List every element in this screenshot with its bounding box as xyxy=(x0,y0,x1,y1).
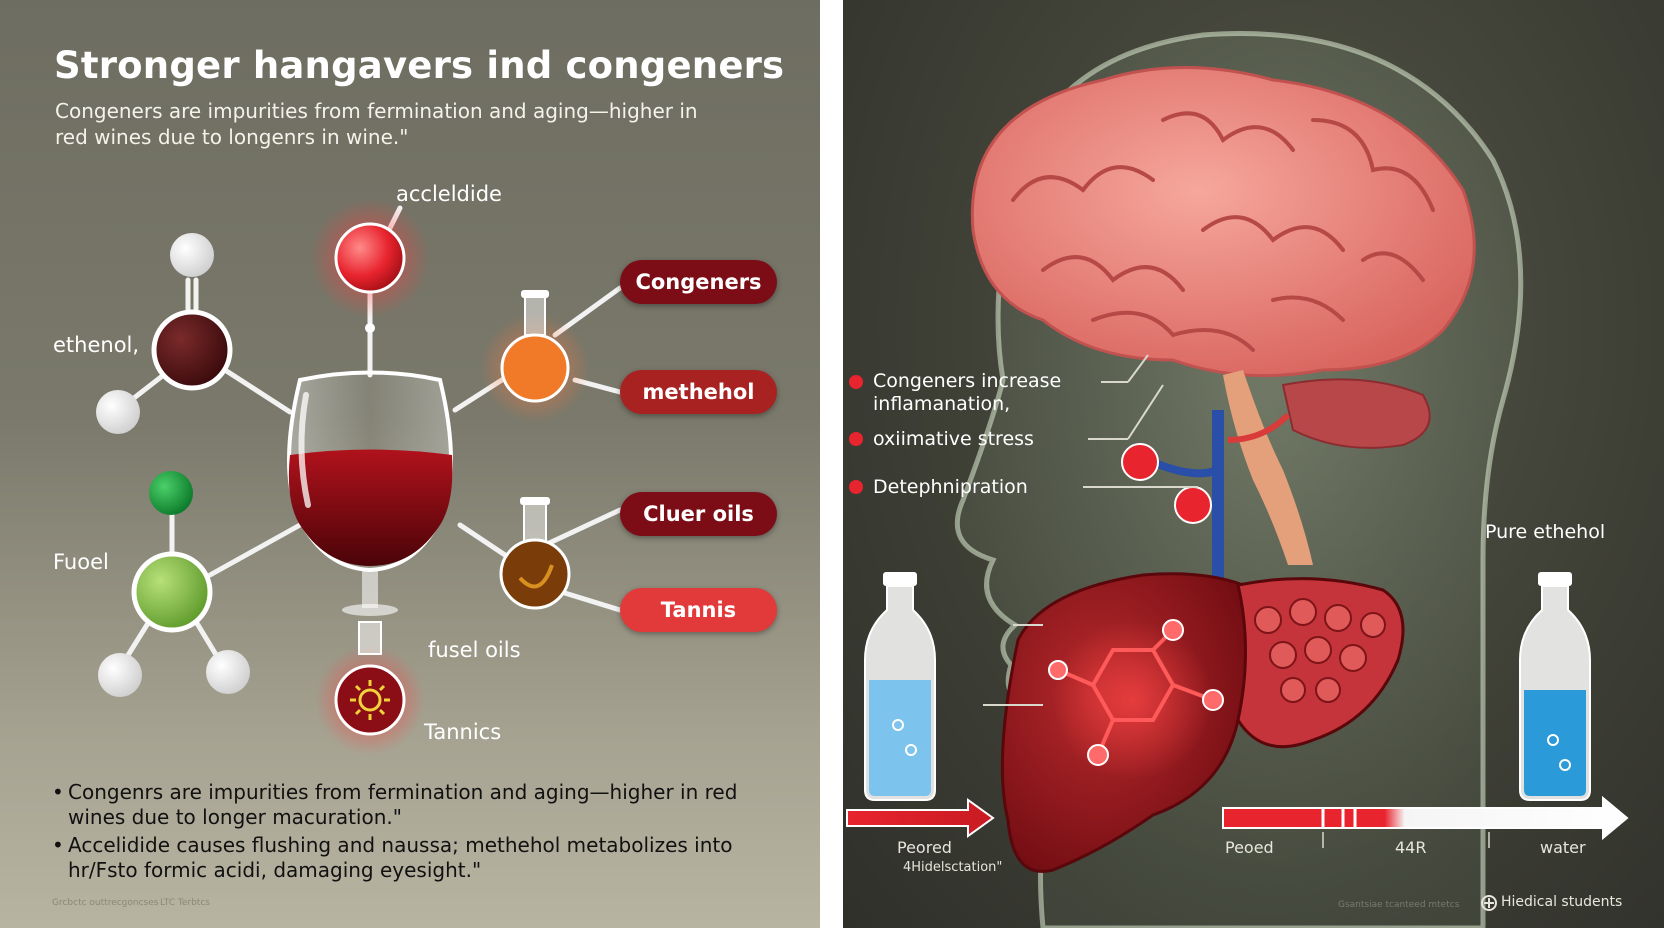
label-tannics: Tannics xyxy=(424,720,502,744)
bullet-item: Accelidide causes flushing and naussa; m… xyxy=(52,833,772,883)
credit-text: Hiedical students xyxy=(1501,894,1623,910)
page-subtitle: Congeners are impurities from ferminatio… xyxy=(55,99,698,149)
pill-cluer-oils: Cluer oils xyxy=(620,492,777,536)
molecule-diagram xyxy=(96,198,623,755)
pill-methehol: methehol xyxy=(620,370,777,414)
sun-icon xyxy=(350,680,390,720)
pill-tannis: Tannis xyxy=(620,588,777,632)
label-fusel-oils: fusel oils xyxy=(428,638,521,662)
credit-small-text: Gsantsiae tcanteed mtetcs xyxy=(1338,900,1460,910)
scale-label-44r: 44R xyxy=(1395,838,1427,857)
label-fusel: Fuoel xyxy=(53,550,109,574)
medical-icon xyxy=(1481,895,1497,911)
effect-oxidative-stress: oxiimative stress xyxy=(873,428,1034,450)
scale-label-water: water xyxy=(1540,838,1586,857)
scale-left-sublabel: 4Hidelsctation" xyxy=(903,860,1003,875)
scale-label-peoed: Peoed xyxy=(1225,838,1274,857)
pill-congeners: Congeners xyxy=(620,260,777,304)
left-panel: Stronger hangavers ind congeners Congene… xyxy=(0,0,820,928)
scale-left-label: Peored xyxy=(897,838,952,857)
label-acetaldehyde: accleldide xyxy=(396,182,502,206)
footer-small-text: Grcbctc outtrecgoncses xyxy=(52,898,159,908)
pure-ethanol-label: Pure ethehol xyxy=(1485,521,1606,543)
right-panel: Congeners increase inflamanation, oxiima… xyxy=(843,0,1664,928)
bullet-dot xyxy=(849,432,863,446)
bullet-dot xyxy=(849,375,863,389)
bullet-list: Congenrs are impurities from fermination… xyxy=(52,780,772,886)
page-title: Stronger hangavers ind congeners xyxy=(54,44,785,87)
footer-small-text: LTC Terbtcs xyxy=(160,898,210,908)
bullet-dot xyxy=(849,480,863,494)
effect-inflammation: Congeners increase inflamanation, xyxy=(873,370,1062,415)
anatomy-illustration xyxy=(846,31,1629,928)
bullet-item: Congenrs are impurities from fermination… xyxy=(52,780,772,830)
effect-dehydration: Detephnipration xyxy=(873,476,1028,498)
water-bottle-right xyxy=(1519,572,1591,801)
label-ethanol: ethenol, xyxy=(53,333,140,357)
water-bottle-left xyxy=(864,572,936,801)
